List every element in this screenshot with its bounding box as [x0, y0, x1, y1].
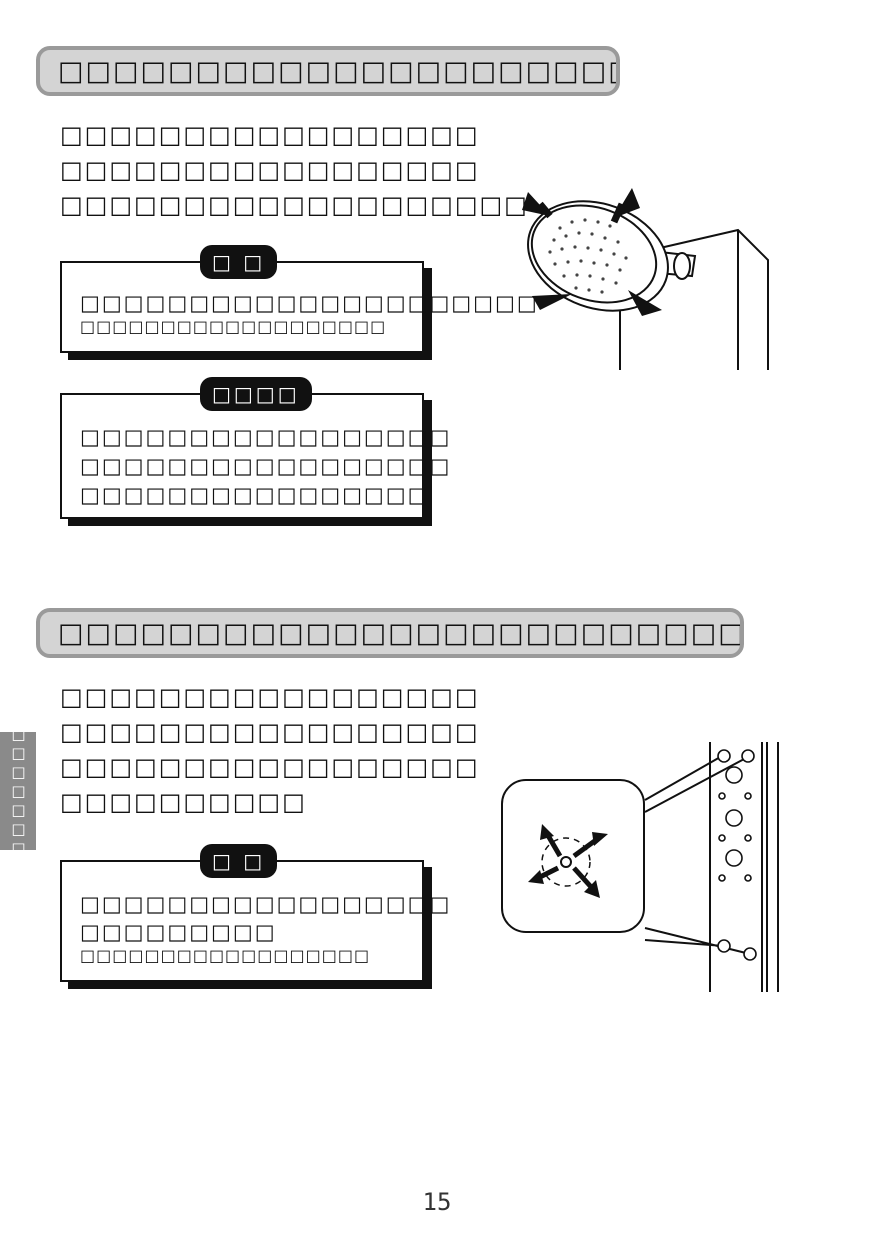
jet-closeup	[528, 824, 608, 898]
note-1-small: □□□□□□□□□□□□□□□□□□□	[80, 317, 387, 336]
note-3-line: □□□□□□□□□□□□□□□□□	[80, 892, 452, 916]
note-box-2: □□□□ □□□□□□□□□□□□□□□□□ □□□□□□□□□□□□□□□□□…	[60, 377, 449, 519]
section1-paragraph: □□□□□□□□□□□□□□□□□ □□□□□□□□□□□□□□□□□ □□□□…	[60, 118, 529, 223]
section1-paragraph-line: □□□□□□□□□□□□□□□□□□□	[60, 191, 529, 219]
note-2-line: □□□□□□□□□□□□□□□□□	[80, 454, 452, 478]
section2-paragraph-line: □□□□□□□□□□□□□□□□□	[60, 683, 480, 711]
section2-paragraph-line: □□□□□□□□□□□□□□□□□	[60, 753, 480, 781]
section1-paragraph-line: □□□□□□□□□□□□□□□□□	[60, 156, 480, 184]
note-1-line: □□□□□□□□□□□□□□□□□□□□□	[80, 291, 539, 315]
chapter-side-tab: □□□□□□□	[0, 725, 36, 858]
shower-nozzle-dots	[548, 218, 628, 294]
note-box-3: □ □ □□□□□□□□□□□□□□□□□ □□□□□□□□□ □□□□□□□□…	[60, 844, 449, 982]
page-number: 15	[422, 1188, 452, 1216]
note-2-line: □□□□□□□□□□□□□□□□□	[80, 425, 452, 449]
section1-paragraph-line: □□□□□□□□□□□□□□□□□	[60, 121, 480, 149]
section2-paragraph-line: □□□□□□□□□□	[60, 788, 307, 816]
note-3-line: □□□□□□□□□	[80, 920, 277, 944]
note-tag-2: □□□□	[200, 377, 326, 411]
adjust-direction-arrows	[522, 188, 662, 316]
section2-paragraph: □□□□□□□□□□□□□□□□□ □□□□□□□□□□□□□□□□□ □□□□…	[60, 680, 480, 820]
section1-heading-text: □□□□□□□□□□□□□□□□□□□□□□□□□	[58, 55, 616, 87]
section1-heading: □□□□□□□□□□□□□□□□□□□□□□□□□	[36, 46, 620, 96]
section2-heading-text: □□□□□□□□□□□□□□□□□□□□□□□□□□□□	[58, 617, 744, 649]
note-tag-3: □ □	[200, 844, 292, 878]
note-2-line: □□□□□□□□□□□□□□□□	[80, 483, 430, 507]
note-box-1: □ □ □□□□□□□□□□□□□□□□□□□□□ □□□□□□□□□□□□□□…	[60, 245, 537, 353]
panel-jets	[717, 749, 757, 961]
note-tag-1: □ □	[200, 245, 292, 279]
section2-paragraph-line: □□□□□□□□□□□□□□□□□	[60, 718, 480, 746]
body-jet-panel-illustration	[501, 742, 779, 992]
section2-heading: □□□□□□□□□□□□□□□□□□□□□□□□□□□□	[36, 608, 744, 658]
chapter-side-tab-label: □□□□□□□	[9, 724, 28, 858]
note-3-small: □□□□□□□□□□□□□□□□□□	[80, 946, 371, 965]
shower-head-illustration	[522, 188, 769, 370]
